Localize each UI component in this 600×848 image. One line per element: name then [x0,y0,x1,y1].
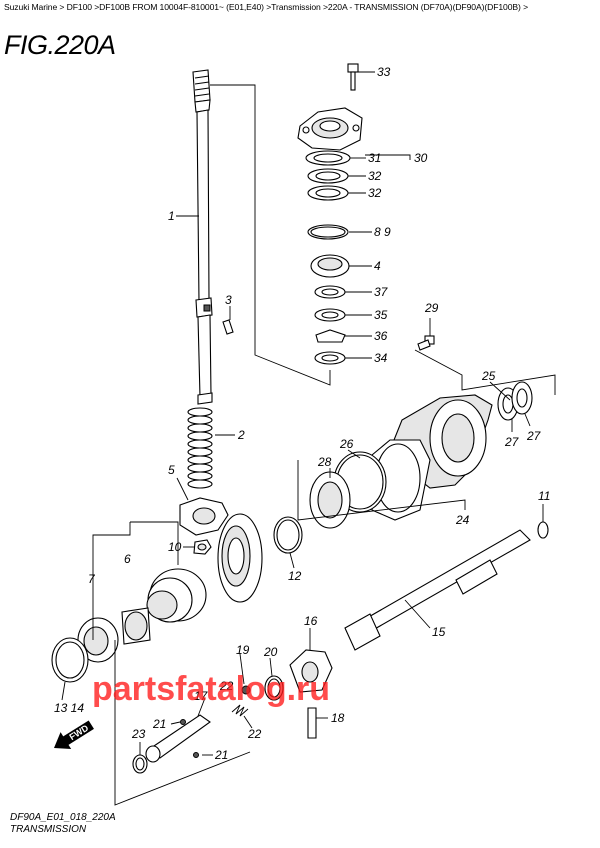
callout-1: 1 [168,209,175,223]
callout-22-b: 22 [247,727,262,741]
callout-35: 35 [374,308,388,322]
callout-2: 2 [237,428,245,442]
part-36-shim[interactable] [315,329,346,343]
callout-13-14: 13 14 [54,701,84,715]
callout-3: 3 [225,293,232,307]
callout-26: 26 [339,437,354,451]
callout-5: 5 [168,463,175,477]
callout-20: 20 [263,645,278,659]
callout-19: 19 [236,643,250,657]
part-2-spring[interactable] [187,407,213,489]
part-8-9-o-ring[interactable] [307,224,349,240]
part-20-ring[interactable] [264,675,284,701]
part-37-washer[interactable] [314,285,346,299]
part-32-shims[interactable] [305,150,351,201]
callout-31: 31 [368,151,381,165]
callout-18: 18 [331,711,345,725]
figure-code: DF90A_E01_018_220A [10,812,116,823]
part-31-bearing-housing[interactable] [297,107,363,151]
part-28-bearing[interactable] [309,471,351,529]
callout-34: 34 [374,351,388,365]
callout-8-9: 8 9 [374,225,391,239]
part-17-shift-plunger[interactable] [145,714,211,763]
part-34-washer[interactable] [314,351,346,365]
callout-10: 10 [168,540,182,554]
callout-33: 33 [377,65,391,79]
breadcrumb[interactable]: Suzuki Marine > DF100 >DF100B FROM 10004… [4,2,528,12]
callout-25: 25 [481,369,496,383]
part-33-bolt[interactable] [347,63,359,91]
part-4-bearing[interactable] [310,254,350,278]
callout-11: 11 [538,489,550,503]
part-22-spring[interactable] [231,685,251,717]
leader-lines [61,71,544,756]
part-3-pin[interactable] [222,319,234,335]
callout-23: 23 [131,727,146,741]
callout-17: 17 [194,689,209,703]
callout-6: 6 [124,552,131,566]
figure-title: FIG.220A [4,30,116,60]
part-1-drive-shaft[interactable] [192,69,213,405]
part-18-pin[interactable] [307,707,317,739]
callout-12: 12 [288,569,302,583]
figure-caption: TRANSMISSION [10,824,87,835]
part-10-nut[interactable] [193,539,212,555]
part-21-balls[interactable] [180,719,199,758]
fwd-arrow-icon: FWD [54,720,94,750]
callout-15: 15 [432,625,446,639]
callout-27-a: 27 [504,435,520,449]
callout-24: 24 [455,513,470,527]
callout-36: 36 [374,329,388,343]
watermark: partsfatalog.ru [92,670,330,708]
part-35-washer[interactable] [314,308,346,322]
part-5-pinion-gear[interactable] [179,497,229,536]
callout-4: 4 [374,259,381,273]
callout-28: 28 [317,455,332,469]
part-11-ring[interactable] [537,521,549,539]
callout-labels: 1 2 3 4 5 6 7 8 9 10 11 12 13 14 15 16 1… [54,65,550,762]
callout-7: 7 [88,572,96,586]
callout-37: 37 [374,285,389,299]
callout-32-b: 32 [368,186,382,200]
part-15-propeller-shaft[interactable] [344,529,531,651]
callout-22-a: 22 [219,679,234,693]
part-29-bolt[interactable] [417,335,435,351]
callout-21-b: 21 [214,748,228,762]
part-13-14-shim[interactable] [51,637,89,683]
part-23-ring[interactable] [132,754,148,774]
callout-32-a: 32 [368,169,382,183]
callout-21-a: 21 [152,717,166,731]
part-16-clutch-dog[interactable] [289,649,333,693]
part-25-propeller-shaft-housing[interactable] [371,394,493,521]
callout-16: 16 [304,614,318,628]
callout-27-b: 27 [526,429,542,443]
part-6-reverse-gear-bearing[interactable] [121,568,207,645]
part-forward-gear[interactable] [217,513,263,603]
callout-30: 30 [414,151,428,165]
part-12-o-ring[interactable] [273,516,303,554]
callout-29: 29 [424,301,439,315]
part-27-seals[interactable] [497,381,533,421]
